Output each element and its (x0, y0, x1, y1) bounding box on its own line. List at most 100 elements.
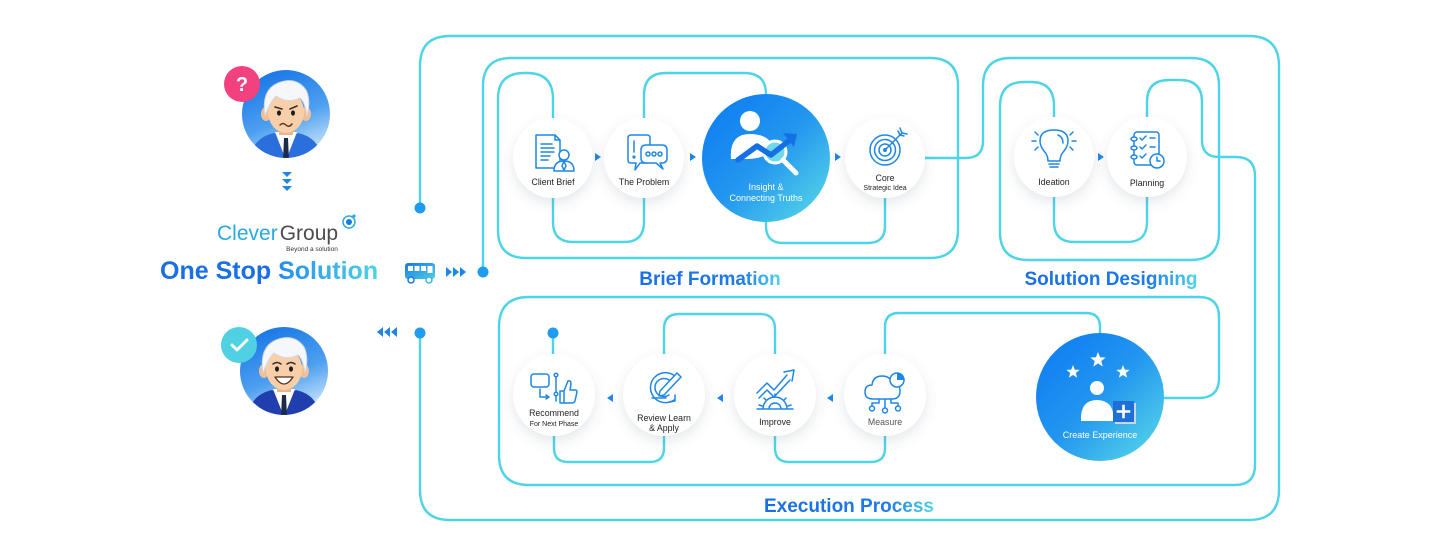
step-label: The Problem (619, 177, 669, 187)
eye-left (277, 110, 281, 116)
question-mark-icon: ? (236, 74, 248, 96)
connector-improve-to-measure (773, 434, 887, 464)
step-label: Measure (868, 417, 902, 427)
step-circle (845, 118, 925, 198)
stars-user-add-icon (1066, 351, 1136, 424)
plus-icon (1116, 404, 1131, 419)
check-icon (230, 338, 249, 352)
user-body (1080, 400, 1114, 421)
step-circle (1107, 117, 1187, 197)
review-cycle-icon (649, 371, 682, 404)
checklist-clock-icon (1130, 131, 1165, 169)
bus-wheel-back (425, 276, 433, 284)
connector-ideation-to-planning (1052, 195, 1149, 244)
step-recommend-next-phase: Recommend For Next Phase (513, 354, 595, 436)
solution-designing-frame (923, 56, 1221, 262)
logo-name-secondary: Group (280, 222, 338, 245)
journey-end-dot (414, 327, 426, 339)
problem-chat-icon (627, 134, 668, 171)
clever-group-logo: CleverGroup Beyond a solution (217, 214, 356, 253)
face (268, 91, 304, 133)
question-badge: ? (224, 66, 260, 102)
star-icon (1090, 351, 1106, 367)
check-badge-circle (221, 327, 257, 363)
outer-journey-loop (418, 34, 1281, 522)
eye-right (289, 366, 293, 372)
step-label: Client Brief (531, 177, 575, 187)
step-core-strategic-idea: Core Strategic Idea (845, 118, 925, 198)
step-label-line1: Core (875, 173, 894, 183)
section-title-solution-designing: Solution Designing (1024, 269, 1197, 290)
avatar-body (248, 389, 320, 415)
arrow-right-icon (1098, 153, 1104, 161)
step-circle (844, 354, 926, 436)
logo-name-primary: Clever (217, 222, 278, 245)
step-label: Create Experience (1063, 430, 1138, 440)
connector-measure-to-create-experience (883, 311, 1102, 356)
hair (263, 80, 310, 117)
connector-dots (414, 202, 559, 339)
arrow-left-icon (827, 394, 833, 402)
orbit-logo-icon (342, 214, 356, 229)
star-icon (1066, 365, 1080, 378)
avatar-body (250, 132, 322, 158)
logo-tagline: Beyond a solution (286, 246, 338, 253)
eye-right (291, 110, 295, 116)
connector-recommend-to-review (552, 434, 666, 464)
growth-gear-icon (756, 369, 795, 410)
process-entry-dot (477, 266, 489, 278)
step-label-line2: Strategic Idea (863, 185, 906, 192)
question-badge-circle (224, 66, 260, 102)
arrow-right-icon (595, 153, 601, 161)
brief-formation-frame (481, 56, 960, 274)
step-label-line2: For Next Phase (530, 421, 579, 428)
down-arrows-icon (282, 172, 292, 191)
process-exit-dot (547, 327, 559, 339)
connector-client-brief-to-problem (551, 196, 646, 244)
journey-start-dot (414, 202, 426, 214)
headline-part1: One Stop (160, 257, 271, 285)
step-measure: Measure (844, 354, 926, 436)
worried-mouth (279, 122, 293, 128)
connector-review-to-improve (662, 312, 777, 356)
step-ideation: Ideation (1014, 117, 1094, 197)
recommend-thumbs-up-icon (530, 372, 578, 404)
section-title-brief-formation: Brief Formation (639, 269, 780, 290)
smile (274, 376, 294, 385)
cloud-analytics-icon (864, 372, 905, 414)
tie (281, 395, 287, 415)
face (266, 348, 302, 390)
step-label: Ideation (1038, 177, 1069, 187)
arrow-right-icon (690, 153, 696, 161)
forward-arrows-icon (446, 267, 466, 277)
section-title-execution-process: Execution Process (764, 496, 934, 517)
bus-wheel-front (407, 276, 415, 284)
step-label-line2: & Apply (649, 423, 679, 433)
logo-wordmark: CleverGroup (217, 222, 338, 245)
step-circle (513, 118, 593, 198)
arrow-left-icon (717, 394, 723, 402)
step-review-learn-apply: Review Learn & Apply (623, 354, 705, 436)
user-head (1090, 381, 1104, 395)
back-arrows-icon (377, 327, 397, 337)
step-the-problem: The Problem (604, 118, 684, 198)
step-insight-connecting-truths: Insight & Connecting Truths (702, 94, 830, 222)
satisfied-client-avatar (240, 327, 328, 415)
happy-eyebrows (272, 361, 296, 365)
step-label-line1: Review Learn (637, 413, 691, 423)
client-brief-icon (535, 134, 575, 172)
step-circle-highlighted (1036, 333, 1164, 461)
connector-insight-to-core (764, 196, 887, 245)
bus-icon (405, 263, 435, 284)
step-improve: Improve (734, 354, 816, 436)
star-icon (1116, 365, 1130, 378)
confused-client-avatar (242, 70, 330, 158)
step-create-experience: Create Experience (1036, 333, 1164, 461)
arrow-right-icon (835, 153, 841, 161)
tie (283, 138, 289, 158)
connector-problem-to-insight (642, 71, 768, 120)
step-circle (1014, 117, 1094, 197)
hair (261, 337, 308, 374)
